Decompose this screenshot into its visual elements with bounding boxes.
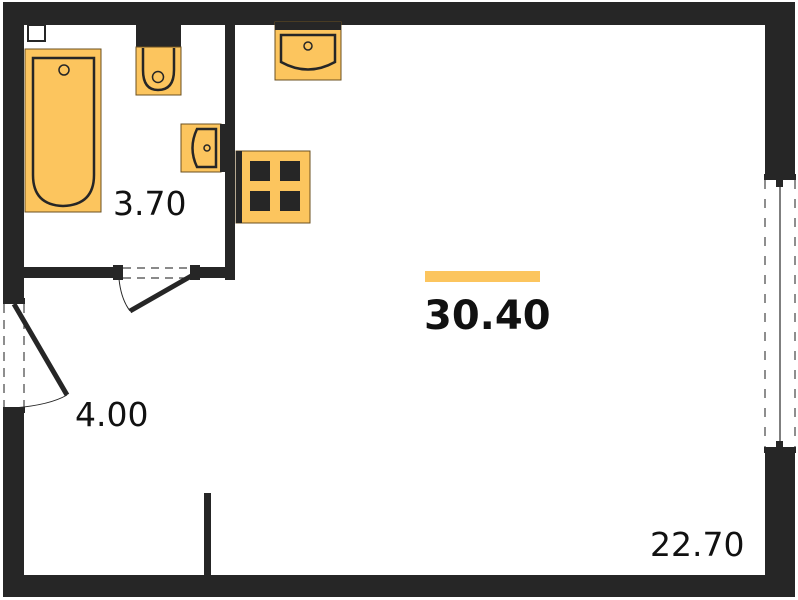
bathroom-sink-icon [180,123,226,173]
accent-bar [425,271,540,282]
bathroom-door[interactable] [118,267,195,314]
entrance-door[interactable] [3,298,70,413]
ventilation-shaft [27,24,46,42]
interior-walls [22,22,235,578]
toilet-icon [135,25,182,96]
kitchen-sink-icon [274,21,342,81]
room-area-bathroom: 3.70 [113,184,187,223]
outer-walls [3,2,795,597]
stove-icon [235,150,311,224]
room-area-living-room: 22.70 [650,525,745,564]
window [764,174,796,453]
bathtub-icon [24,48,102,213]
room-area-hallway: 4.00 [75,395,149,434]
total-area: 30.40 [424,293,551,339]
